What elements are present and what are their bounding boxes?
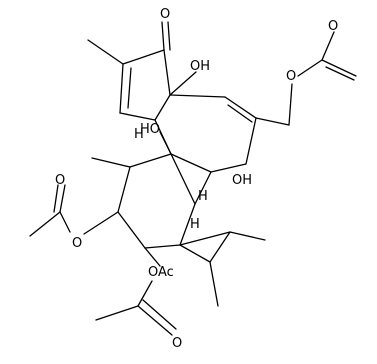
- stereo-overlap-label: Ac: [158, 265, 174, 280]
- ester-oxygen-1-label: O: [286, 69, 296, 84]
- hydroxyl-c20-label: OH: [232, 173, 252, 188]
- ester-oxygen-2-label: O: [72, 236, 82, 251]
- cyclopentenone-ring: [87, 21, 171, 121]
- hydrogen-c8-label: H: [198, 189, 208, 204]
- hydrogen-c14-label: H: [190, 217, 200, 232]
- carbonyl-oxygen-2-label: O: [55, 173, 65, 188]
- cyclohexane-ring: [91, 131, 212, 249]
- cycloheptene-ring: [154, 71, 257, 173]
- cyclopropane-ring: [179, 231, 266, 307]
- hydroxyl-c4-label: OH: [190, 59, 210, 74]
- acetate-c13: [95, 247, 177, 336]
- hydrogen-c10-label: H: [134, 127, 144, 142]
- hydroxyl-c9-label: HO: [140, 122, 160, 137]
- carbonyl-oxygen-1-label: O: [328, 19, 338, 34]
- carbonyl-oxygen-3-label: O: [172, 336, 182, 351]
- ester-oxygen-3-label: O: [148, 265, 158, 280]
- ketone-oxygen-label: O: [160, 7, 170, 22]
- acetoxymethyl-group: [255, 31, 357, 126]
- acetate-c12: [29, 184, 119, 237]
